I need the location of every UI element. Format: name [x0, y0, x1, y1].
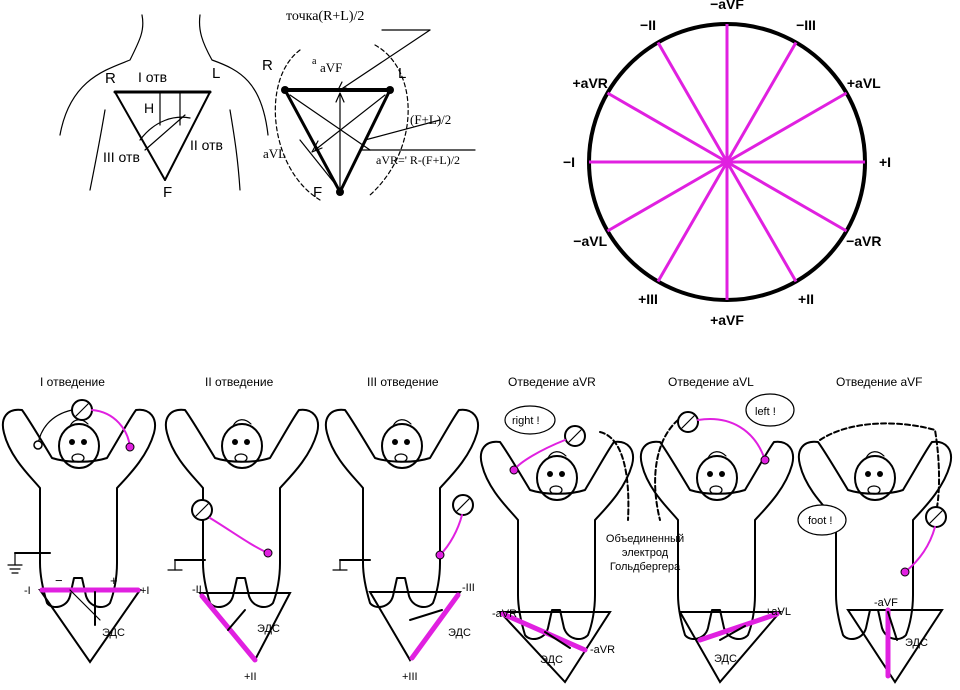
panel-3-top: -III	[462, 582, 475, 594]
hexaxial-label: +III	[638, 291, 658, 307]
panel-lead-I: I отведение -I +I ЭДС + −	[1, 375, 157, 664]
panel-3-bottom: +III	[402, 671, 418, 683]
hexaxial-label: +aVL	[847, 75, 881, 91]
speech-bubble	[504, 405, 556, 435]
panel-4-emf: ЭДС	[540, 654, 563, 666]
panel-3-title: III отведение	[367, 375, 439, 389]
goldberger-line-3: Гольдбергера	[610, 561, 681, 573]
hexaxial-label: −I	[563, 154, 575, 170]
panel-6-speech: foot !	[808, 515, 832, 527]
panel-4-right: -aVR	[590, 644, 615, 656]
hexaxial-ray	[726, 91, 848, 164]
panel-2-top: -II	[192, 584, 202, 596]
hexaxial-ray	[606, 160, 728, 233]
hexaxial-label: +aVF	[710, 312, 744, 328]
speech-bubble	[745, 393, 795, 427]
panel-lead-aVF: Отведение aVF foot ! -aVF ЭДС	[797, 375, 953, 684]
panel-5-right: +aVL	[765, 606, 791, 618]
goldberger-note: Объединенный электрод Гольдбергера	[606, 530, 684, 578]
midpoint-RL-label: точка(R+L)/2	[286, 9, 364, 24]
einthoven-panel: R L F I отв II отв III отв H	[59, 14, 269, 201]
panel-lead-III: III отведение -III +III ЭДС	[324, 375, 480, 683]
hexaxial-label: −II	[640, 17, 656, 33]
hexaxial-label: −aVR	[846, 233, 881, 249]
electrode-F-label: F	[163, 184, 172, 201]
hexaxial-ray	[656, 161, 729, 283]
panel-6-title: Отведение aVF	[836, 375, 923, 389]
goldberger-line-1: Объединенный	[606, 533, 684, 545]
hexaxial-label: −aVL	[573, 233, 607, 249]
panel-5-title: Отведение aVL	[668, 375, 754, 389]
panel-2-title: II отведение	[205, 375, 274, 389]
panel-lead-aVR: Отведение aVR right ! -aVR -aVR ЭДС	[479, 375, 635, 684]
hexaxial-label: +I	[879, 154, 891, 170]
hexaxial-labels: −aVF −III +aVL +I −aVR +II +aVF +III −aVL −I +aVR −…	[563, 0, 891, 328]
aug-F-label: F	[313, 184, 322, 201]
aug-R-label: R	[262, 57, 273, 74]
small-a-label: a	[312, 56, 317, 67]
panel-2-bottom: +II	[244, 671, 257, 683]
panel-1-title: I отведение	[40, 375, 105, 389]
panel-1-plus: +	[110, 573, 118, 588]
hexaxial-label: −III	[796, 17, 816, 33]
aVL-label: aVL	[263, 146, 286, 161]
lead-II-label: II отв	[190, 137, 223, 153]
h-label: H	[144, 100, 154, 116]
hexaxial-ray	[725, 161, 798, 283]
aVR-formula: aVR=' R-(F+L)/2	[376, 153, 460, 167]
lead-I-label: I отв	[138, 69, 167, 85]
hexaxial-ray	[726, 160, 848, 233]
hexaxial-ray	[656, 41, 729, 163]
panel-5-speech: left !	[755, 406, 776, 418]
hexaxial-label: −aVF	[710, 0, 744, 12]
panel-5-emf: ЭДС	[714, 653, 737, 665]
hexaxial-ray	[606, 91, 728, 164]
panel-4-title: Отведение aVR	[508, 375, 596, 389]
lead-III-label: III отв	[103, 149, 140, 165]
panel-4-left: -aVR	[492, 608, 517, 620]
midpoint-FL-label: (F+L)/2	[410, 112, 451, 127]
hexaxial-ray	[725, 41, 798, 163]
panel-1-emf: ЭДС	[102, 627, 125, 639]
aVF-label: aVF	[320, 60, 342, 75]
goldberger-line-2: электрод	[622, 547, 669, 559]
panel-lead-aVL: Отведение aVL left ! +aVL ЭДС	[639, 375, 795, 684]
panel-4-speech: right !	[512, 415, 540, 427]
augmented-panel: R L F точка(R+L)/2 aVF aVL (F+L)/2 aVR='…	[262, 9, 476, 201]
panel-lead-II: II отведение -II +II ЭДС	[164, 375, 320, 683]
hexaxial-label: +aVR	[572, 75, 607, 91]
hexaxial-circle: −aVF −III +aVL +I −aVR +II +aVF +III −aVL −I +aVR −…	[563, 0, 891, 328]
panel-1-left: -I	[24, 585, 31, 597]
speech-bubble	[797, 504, 847, 536]
hexaxial-label: +II	[798, 291, 814, 307]
electrode-L-label: L	[212, 65, 220, 82]
hexaxial-lines	[589, 24, 865, 300]
panel-1-right: +I	[140, 585, 149, 597]
aug-L-label: L	[398, 65, 406, 82]
electrode-R-label: R	[105, 70, 116, 87]
panel-1-minus: −	[55, 573, 63, 588]
panel-6-top: -aVF	[874, 597, 898, 609]
panel-3-emf: ЭДС	[448, 627, 471, 639]
panel-2-emf: ЭДС	[257, 623, 280, 635]
panel-6-emf: ЭДС	[905, 637, 928, 649]
